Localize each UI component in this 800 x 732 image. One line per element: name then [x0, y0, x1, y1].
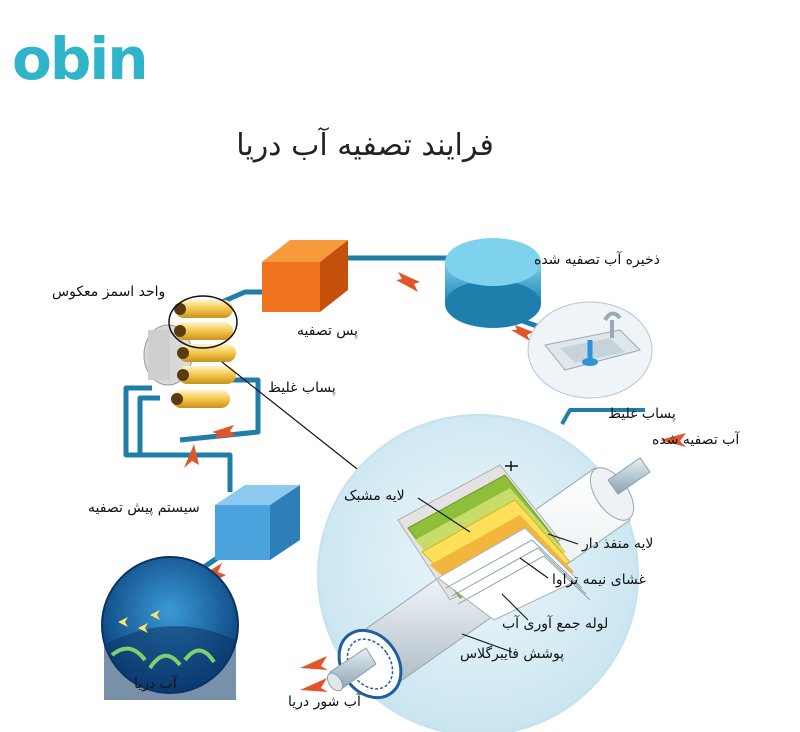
label-fiberglass-cover: پوشش فایبرگلاس: [460, 646, 565, 662]
label-pretreatment: سیستم پیش تصفیه: [88, 500, 200, 516]
layer-leaders: [417, 497, 579, 653]
ro-unit: [143, 295, 238, 408]
brand-logo: obin: [12, 25, 149, 93]
arrow-to-storage: [396, 272, 420, 292]
seawater-globe: [101, 556, 239, 700]
pretreatment-box: [215, 485, 300, 560]
membrane-layers: [397, 464, 591, 621]
end-cap: [326, 628, 403, 700]
storage-tank: [445, 238, 541, 328]
label-seawater: آب دریا: [134, 676, 177, 692]
label-saline-seawater: آب شور دریا: [288, 694, 361, 710]
pipe-post-to-storage: [329, 255, 462, 283]
label-membrane: غشای نیمه تراوا: [552, 572, 646, 588]
flow-arrows: [184, 272, 686, 692]
label-treated-storage: ذخیره آب تصفیه شده: [534, 252, 660, 268]
label-concentrate-right: پساب غلیظ: [608, 406, 676, 422]
sink: [527, 301, 653, 399]
page-title: فرایند تصفیه آب دریا: [236, 128, 494, 163]
arrow-saline-in-2: [300, 678, 328, 692]
pipe-pretreatment-to-ro: [123, 385, 233, 492]
arrow-concentrate: [212, 425, 236, 438]
arrow-up-left: [184, 444, 199, 468]
arrow-to-sink: [511, 325, 533, 341]
label-collection-tube: لوله جمع آوری آب: [502, 616, 609, 632]
label-concentrate-top: پساب غلیظ: [268, 380, 336, 396]
label-ro-unit: واحد اسمز معکوس: [52, 284, 166, 300]
label-porous-layer: لایه منفذ دار: [582, 536, 654, 552]
arrow-saline-in-1: [300, 656, 328, 670]
pipe-bubble-top: [560, 408, 645, 425]
label-treated-water: آب تصفیه شده: [652, 432, 740, 448]
label-posttreatment: پس تصفیه: [297, 323, 359, 339]
arrow-treated-out: [660, 433, 686, 447]
membrane-detail-bubble: [317, 414, 651, 732]
pipe-ro-feed: [137, 395, 160, 455]
callout-line: [221, 361, 367, 477]
posttreatment-box: [262, 240, 348, 312]
label-mesh-layer: لایه مشبک: [344, 488, 405, 504]
